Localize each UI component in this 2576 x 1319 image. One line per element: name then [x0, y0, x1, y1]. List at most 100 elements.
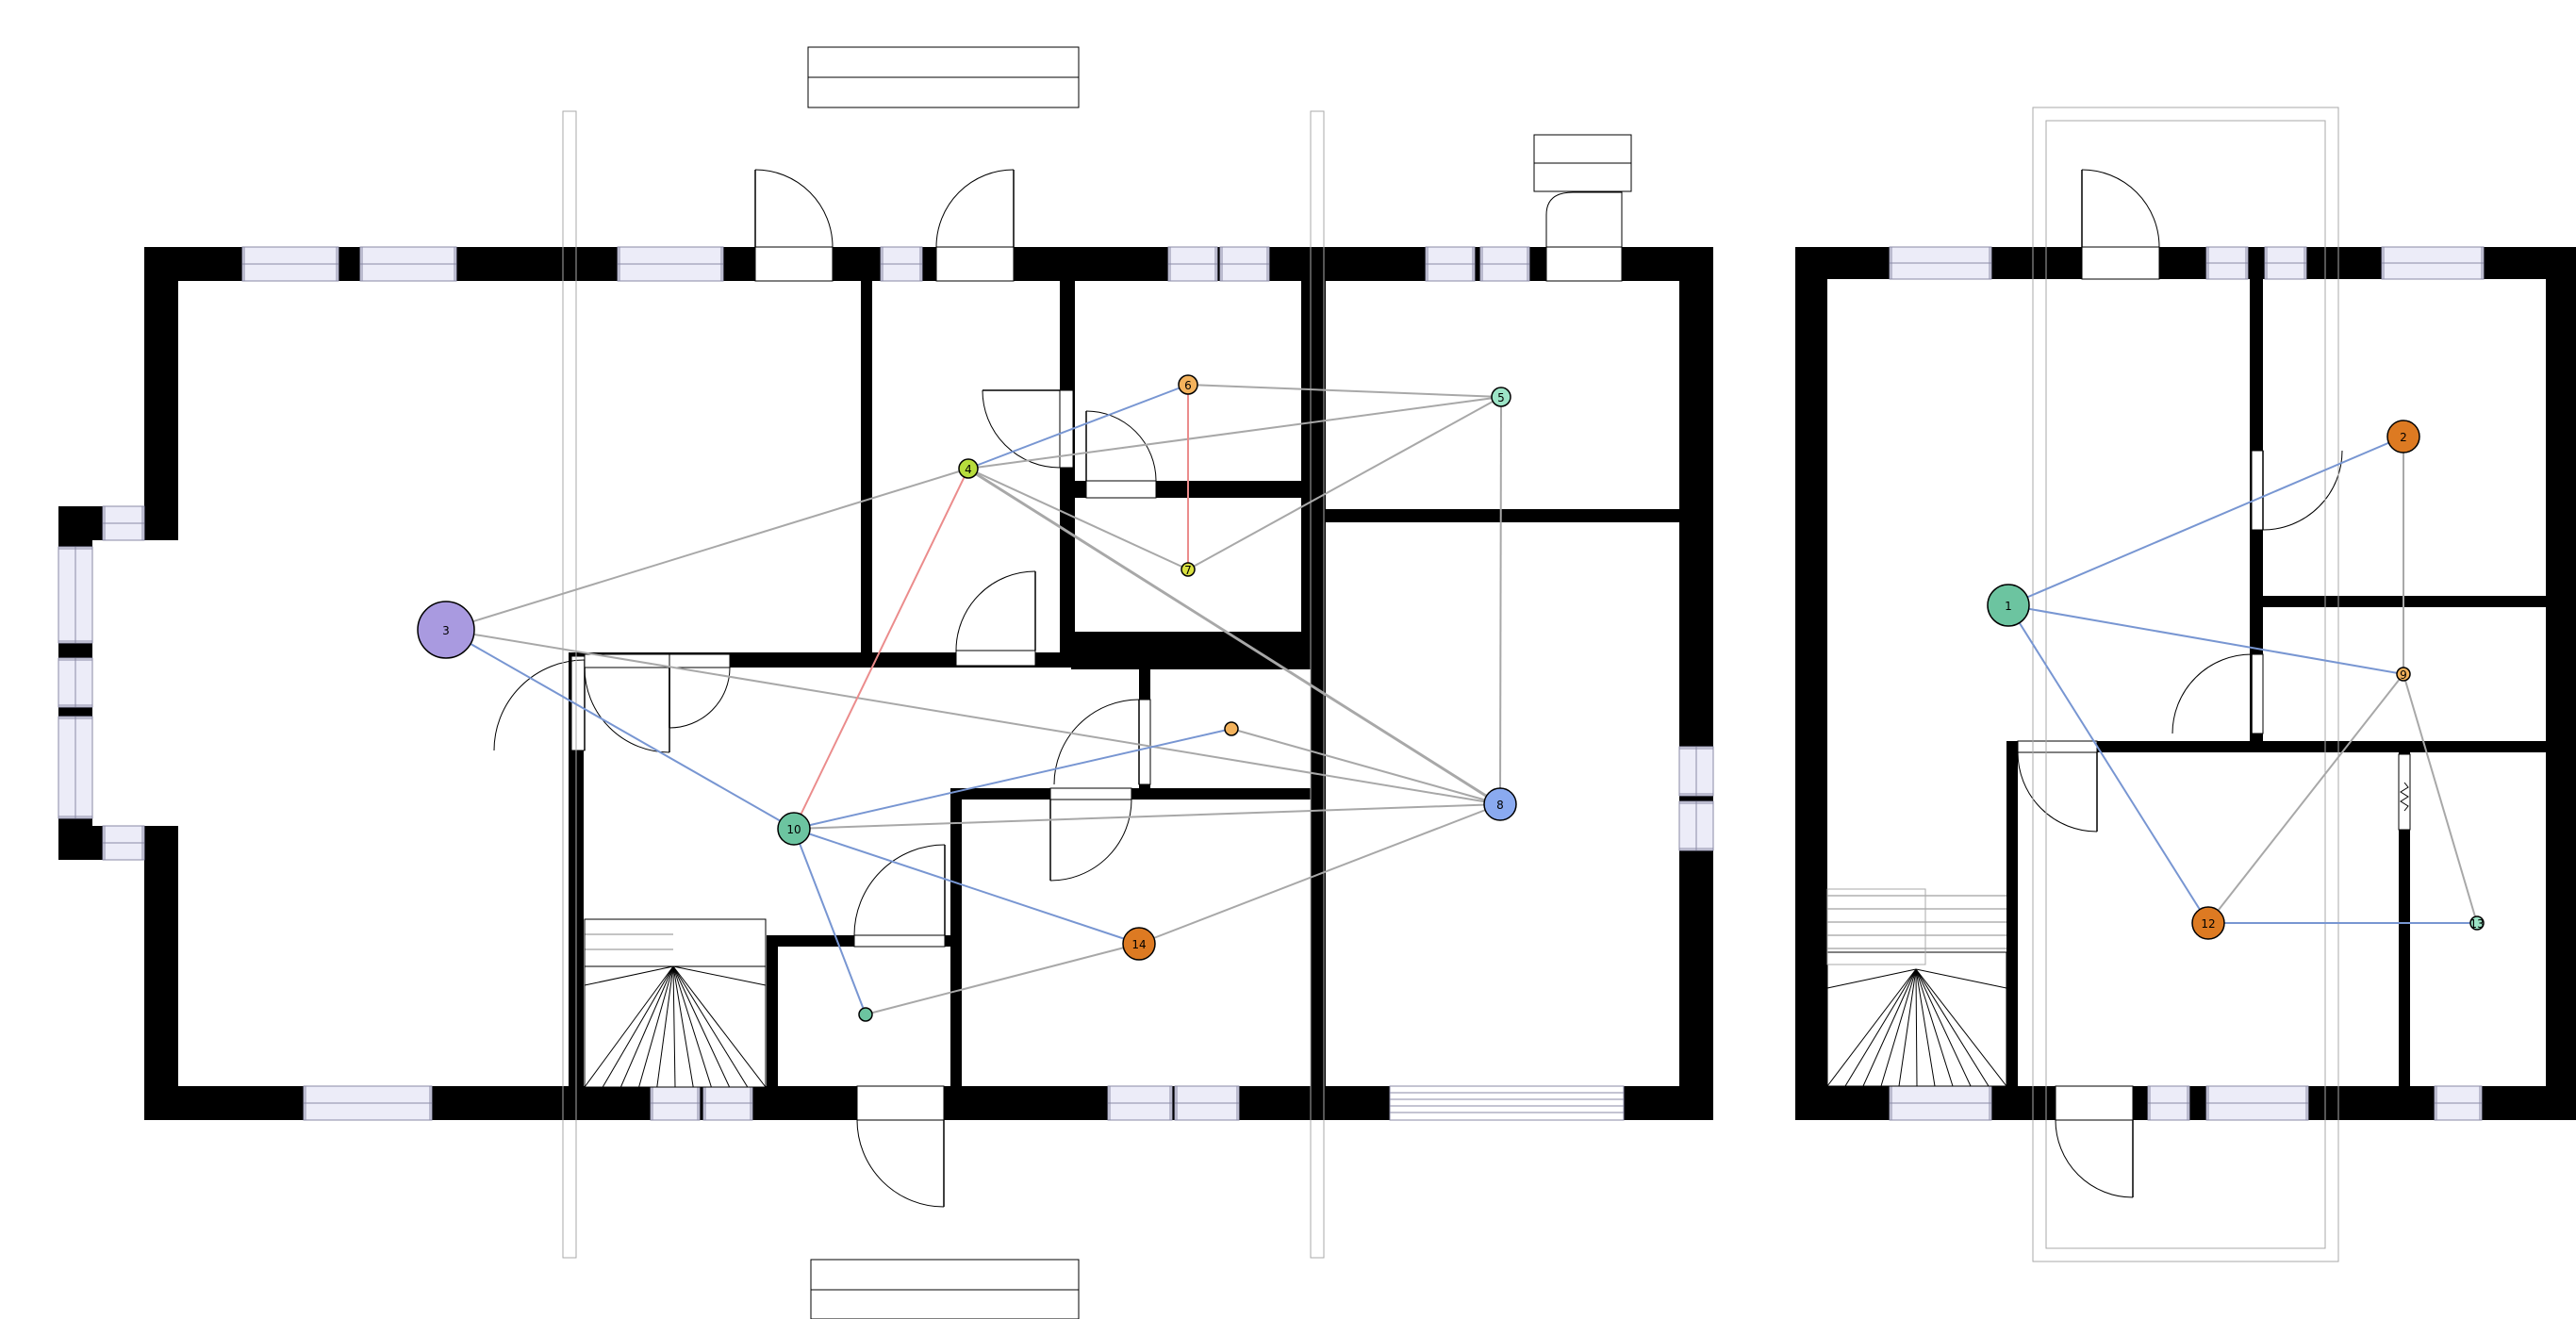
- wall: [144, 826, 178, 1120]
- edge-n10-n8: [793, 803, 1501, 830]
- window-layer: [58, 246, 2485, 1121]
- edge-n3-n8: [445, 629, 1501, 805]
- node-8: 8: [1483, 787, 1517, 821]
- door-opening: [2251, 653, 2264, 734]
- node-circle: [1224, 721, 1239, 736]
- wall: [861, 247, 872, 656]
- node-3: 3: [417, 601, 475, 659]
- node-circle: [777, 812, 811, 846]
- wall: [2255, 596, 2576, 607]
- door-swing: [2055, 1119, 2134, 1198]
- node-2: 2: [2386, 420, 2420, 453]
- node-circle: [858, 1007, 873, 1022]
- window: [1479, 246, 1530, 282]
- door-layer: [493, 169, 2343, 1208]
- door-swing: [2081, 169, 2160, 248]
- fixture-layer: [562, 46, 2411, 1319]
- window: [2147, 1085, 2190, 1121]
- window: [2434, 1085, 2483, 1121]
- porch-outline: [562, 110, 577, 1259]
- node-circle: [2469, 915, 2485, 931]
- wall: [2546, 247, 2576, 1120]
- wall: [2006, 741, 2576, 752]
- window: [102, 825, 145, 861]
- door-swing: [2171, 653, 2253, 734]
- node-n15: [858, 1007, 873, 1022]
- door-swing: [1053, 699, 1140, 785]
- window: [702, 1085, 753, 1121]
- node-9: 9: [2396, 667, 2411, 682]
- node-label: 5: [1497, 391, 1505, 404]
- edge-n4-n10: [793, 468, 969, 830]
- node-4: 4: [958, 458, 979, 479]
- wall: [2399, 741, 2410, 1120]
- door-swing: [853, 844, 946, 936]
- door-opening: [1085, 480, 1157, 499]
- edge-n7-n5: [1187, 396, 1502, 570]
- node-circle: [417, 601, 475, 659]
- node-label: 3: [442, 624, 450, 637]
- edge-n9-n13: [2403, 673, 2478, 924]
- wall: [2006, 741, 2018, 1120]
- window: [1389, 1085, 1625, 1121]
- window: [58, 716, 93, 819]
- edge-n9-n12: [2207, 673, 2404, 924]
- door-opening: [754, 246, 834, 282]
- node-circle: [2191, 906, 2225, 940]
- porch-outline: [2032, 107, 2339, 1262]
- node-5: 5: [1491, 387, 1511, 407]
- node-10: 10: [777, 812, 811, 846]
- door-swing: [754, 169, 834, 248]
- door-opening: [2081, 246, 2160, 280]
- edge-n10-n15: [793, 828, 867, 1015]
- node-circle: [2386, 420, 2420, 453]
- node-label: 8: [1496, 799, 1504, 812]
- door-opening: [955, 650, 1036, 667]
- window: [1889, 246, 1992, 280]
- edge-n6-n5: [1187, 384, 1502, 398]
- window: [1107, 1085, 1173, 1121]
- node-circle: [1491, 387, 1511, 407]
- window: [617, 246, 724, 282]
- node-label: 7: [1184, 564, 1192, 577]
- door-opening: [1049, 787, 1132, 800]
- node-14: 14: [1122, 927, 1156, 961]
- edge-n4-n8: [970, 470, 1504, 808]
- door-opening: [1545, 246, 1623, 282]
- radiator: [2398, 753, 2411, 831]
- window: [102, 505, 145, 541]
- door-opening: [669, 653, 731, 668]
- wall: [950, 788, 962, 1120]
- window: [1167, 246, 1218, 282]
- window: [1219, 246, 1270, 282]
- porch-outline: [2045, 120, 2326, 1249]
- door-swing: [584, 667, 670, 753]
- node-6: 6: [1178, 374, 1198, 395]
- connection-edges: [445, 384, 2478, 1015]
- edge-n11-n8: [1230, 728, 1501, 805]
- window: [303, 1085, 433, 1121]
- node-label: 1: [2005, 600, 2012, 613]
- staircase: [1826, 951, 2007, 1087]
- node-label: 2: [2400, 431, 2407, 444]
- node-1: 1: [1987, 584, 2030, 627]
- window: [1889, 1085, 1992, 1121]
- wall: [569, 652, 1323, 668]
- edge-n1-n12: [2007, 604, 2209, 924]
- node-circle: [1122, 927, 1156, 961]
- door-swing: [2262, 450, 2343, 531]
- window: [1425, 246, 1476, 282]
- edge-n10-n11: [793, 728, 1232, 830]
- edge-n4-n6: [967, 384, 1189, 470]
- edge-n14-n8: [1138, 803, 1501, 945]
- window: [58, 657, 93, 708]
- door-opening: [853, 934, 946, 948]
- window: [2381, 246, 2485, 280]
- node-13: 13: [2469, 915, 2485, 931]
- edge-n5-n8: [1499, 396, 1502, 805]
- door-swing: [856, 1119, 945, 1208]
- node-circle: [1483, 787, 1517, 821]
- window: [2264, 246, 2307, 280]
